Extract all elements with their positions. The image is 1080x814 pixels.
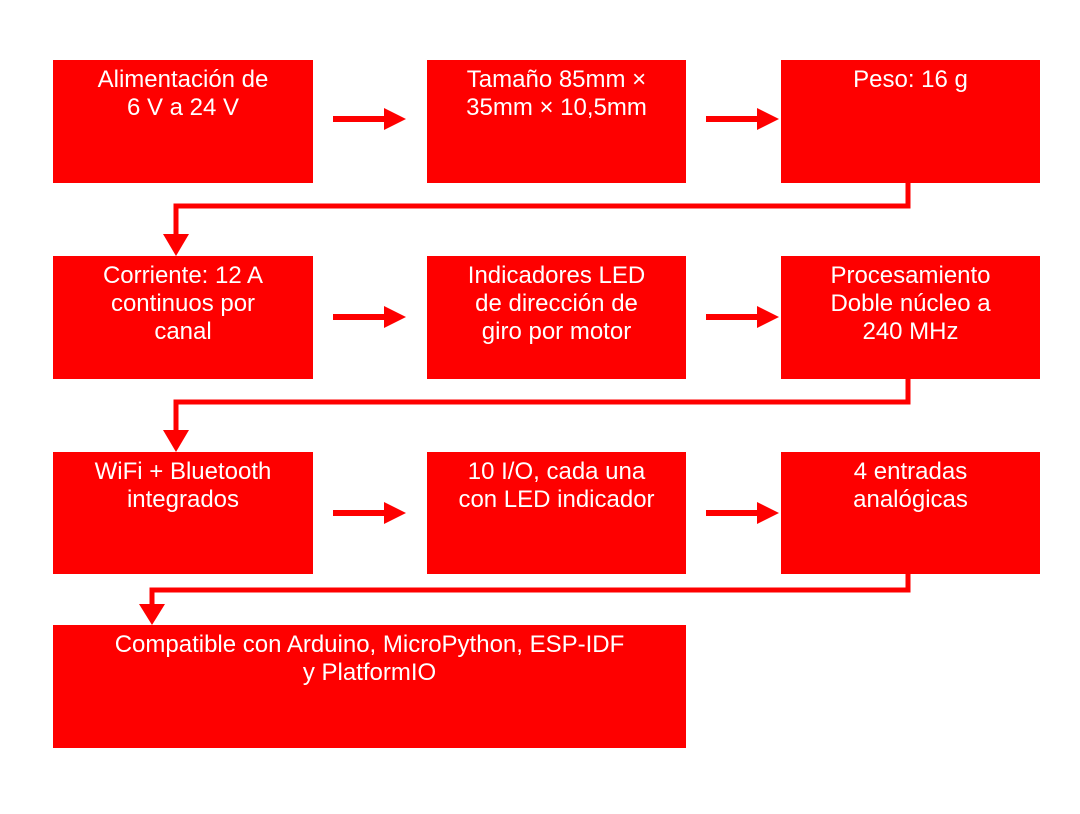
arrow-corriente-indicadores	[333, 306, 406, 328]
arrowhead-corriente	[163, 234, 189, 256]
box-peso: Peso: 16 g	[781, 60, 1040, 183]
box-wifi: WiFi + Bluetooth integrados	[53, 452, 313, 574]
box-alimentacion: Alimentación de 6 V a 24 V	[53, 60, 313, 183]
arrow-wifi-io	[333, 502, 406, 524]
arrow-indicadores-procesamiento	[706, 306, 779, 328]
arrowhead-compatible	[139, 604, 165, 625]
box-analogicas: 4 entradas analógicas	[781, 452, 1040, 574]
arrow-alimentacion-tamano	[333, 108, 406, 130]
arrowhead-wifi	[163, 430, 189, 452]
connector-peso-corriente	[173, 183, 911, 236]
arrow-tamano-peso	[706, 108, 779, 130]
box-indicadores: Indicadores LED de dirección de giro por…	[427, 256, 686, 379]
box-corriente: Corriente: 12 A continuos por canal	[53, 256, 313, 379]
connector-analogicas-compatible	[149, 574, 911, 606]
arrow-io-analogicas	[706, 502, 779, 524]
box-procesamiento: Procesamiento Doble núcleo a 240 MHz	[781, 256, 1040, 379]
box-tamano: Tamaño 85mm × 35mm × 10,5mm	[427, 60, 686, 183]
box-compatible: Compatible con Arduino, MicroPython, ESP…	[53, 625, 686, 748]
box-io: 10 I/O, cada una con LED indicador	[427, 452, 686, 574]
connector-procesamiento-wifi	[173, 379, 911, 432]
